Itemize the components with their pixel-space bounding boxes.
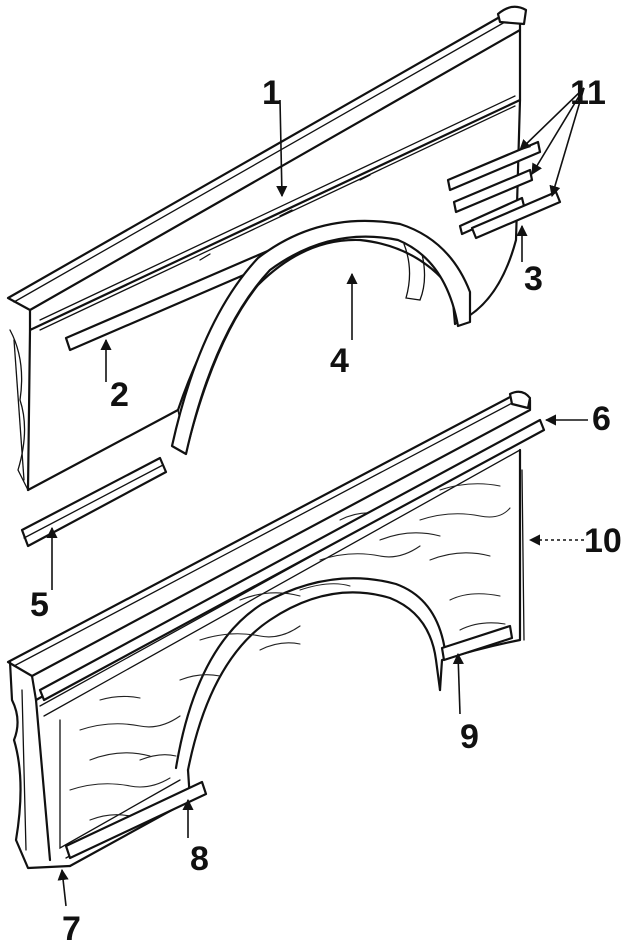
wood-grain-applique [69, 483, 511, 821]
lower-front-fender [6, 390, 532, 870]
part-11-ornaments [446, 140, 562, 240]
callout-4: 4 [330, 342, 349, 380]
leader-11b [531, 87, 585, 175]
leader-1 [276, 99, 288, 198]
leader-lines [46, 87, 588, 907]
callout-11: 11 [570, 74, 606, 112]
leader-7 [57, 868, 69, 907]
part-8-rocker-moulding [64, 780, 208, 860]
leader-11c [549, 87, 585, 198]
leader-11a [519, 87, 585, 151]
callout-1: 1 [262, 74, 281, 112]
callout-10: 10 [584, 522, 622, 560]
callout-7: 7 [62, 910, 81, 946]
part-4-wheel-moulding [170, 219, 472, 456]
callout-6: 6 [592, 400, 611, 438]
callout-labels: 1 2 3 4 5 6 7 8 9 10 11 [30, 74, 622, 946]
callout-2: 2 [110, 376, 129, 414]
part-6-top-moulding [38, 418, 546, 702]
callout-5: 5 [30, 586, 49, 624]
part-9-moulding [440, 624, 514, 662]
callout-9: 9 [460, 718, 479, 756]
leader-9 [452, 652, 464, 715]
callout-3: 3 [524, 260, 543, 298]
part-5-lower-moulding [20, 456, 168, 548]
callout-8: 8 [190, 840, 209, 878]
